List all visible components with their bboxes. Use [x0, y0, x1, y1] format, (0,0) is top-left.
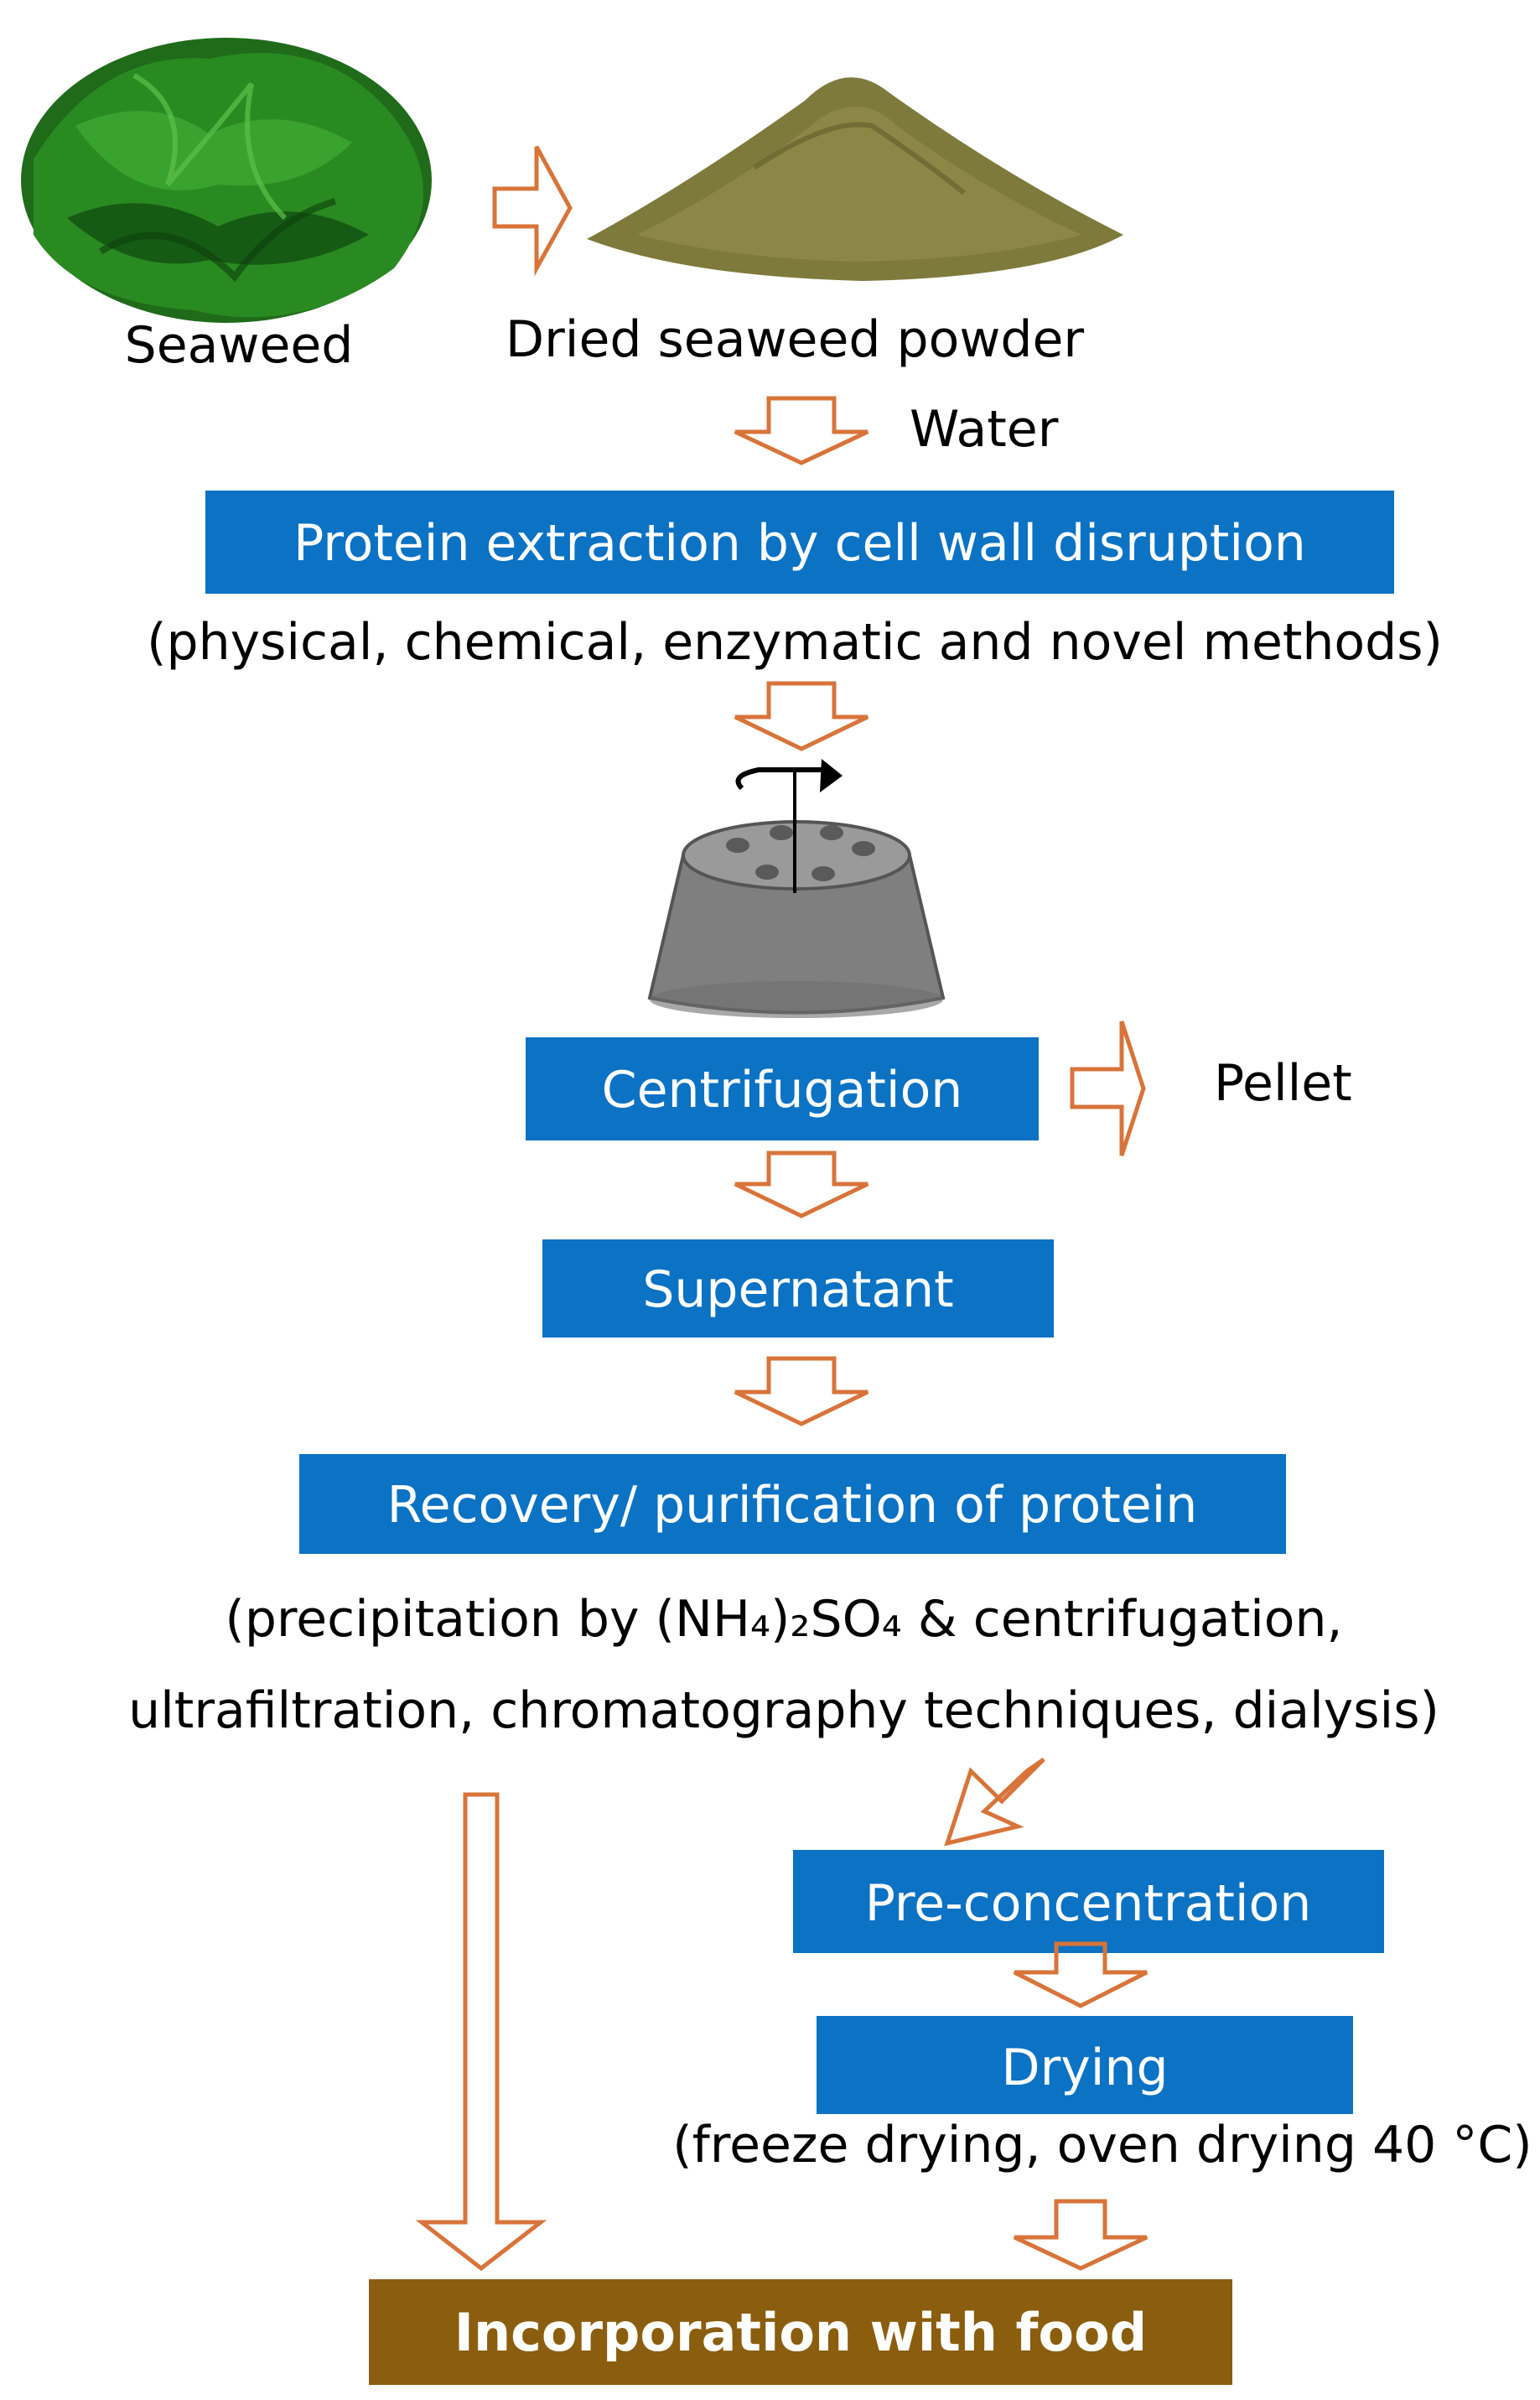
- arrow-right-seaweed-to-powder: [492, 145, 573, 277]
- seaweed-label: Seaweed: [125, 316, 354, 375]
- preconcentration-box-label: Pre-concentration: [865, 1874, 1312, 1933]
- centrifugation-box-label: Centrifugation: [602, 1061, 963, 1119]
- seaweed-illustration: [21, 38, 432, 323]
- drying-box-label: Drying: [1001, 2039, 1168, 2097]
- arrow-down-supernatant-to-recovery: [734, 1356, 869, 1426]
- recovery-box: [299, 1454, 1286, 1554]
- extraction-box: [205, 491, 1394, 594]
- pellet-label: Pellet: [1214, 1054, 1352, 1113]
- recovery-box-label: Recovery/ purification of protein: [387, 1476, 1198, 1535]
- supernatant-box: [542, 1239, 1054, 1338]
- arrow-down-centrifugation-to-supernatant: [734, 1151, 869, 1218]
- supernatant-box-label: Supernatant: [642, 1260, 953, 1319]
- preconcentration-box: [793, 1850, 1384, 1953]
- food-box: [369, 2279, 1232, 2385]
- powder-label: Dried seaweed powder: [506, 310, 1084, 369]
- arrow-down-preconcentration-to-drying: [1013, 1941, 1149, 2008]
- arrow-down-drying-to-food: [1013, 2199, 1149, 2271]
- purification-methods-line2: ultrafiltration, chromatography techniqu…: [128, 1681, 1439, 1740]
- centrifugation-box: [526, 1037, 1039, 1140]
- arrow-down-extraction-to-centrifuge: [734, 681, 869, 751]
- arrow-diagonal-to-preconcentration: [944, 1757, 1045, 1847]
- arrow-right-centrifugation-to-pellet: [1070, 1021, 1146, 1156]
- extraction-methods-label: (physical, chemical, enzymatic and novel…: [147, 613, 1443, 672]
- arrow-down-powder-to-extraction: [734, 396, 869, 465]
- food-box-label: Incorporation with food: [454, 2302, 1147, 2363]
- centrifuge-rotor-icon: [647, 759, 946, 1018]
- arrow-down-recovery-to-food: [415, 1792, 547, 2272]
- drying-box: [817, 2016, 1353, 2114]
- purification-methods-line1: (precipitation by (NH₄)₂SO₄ & centrifuga…: [225, 1590, 1342, 1649]
- extraction-box-label: Protein extraction by cell wall disrupti…: [293, 514, 1306, 573]
- drying-methods-label: (freeze drying, oven drying 40 °C): [672, 2116, 1532, 2174]
- powder-illustration: [587, 77, 1123, 281]
- water-label: Water: [910, 400, 1059, 459]
